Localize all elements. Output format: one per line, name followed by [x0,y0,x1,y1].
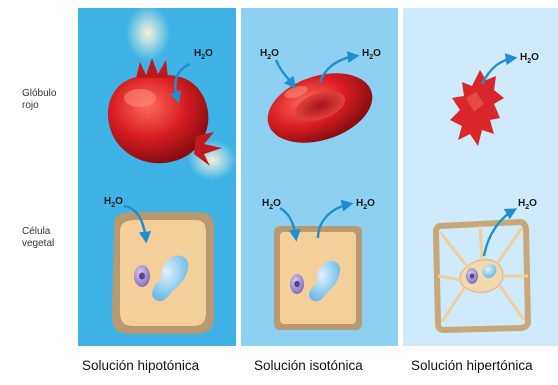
row-label-plant-cell: Célula vegetal [22,226,84,250]
row-label-rbc-line1: Glóbulo [22,88,84,100]
caption-hypotonic: Solución hipotónica [82,358,199,378]
caption-hypertonic: Solución hipertónica [411,358,533,378]
plant-cell-hypertonic [436,222,528,330]
row-label-red-blood-cell: Glóbulo rojo [22,88,84,112]
row-label-rbc-line2: rojo [22,100,84,112]
row-label-plant-line1: Célula [22,226,84,238]
row-label-plant-line2: vegetal [22,238,84,250]
plant-cell-isotonic [274,226,362,330]
plant-cell-hypotonic [112,212,214,334]
caption-isotonic: Solución isotónica [254,358,363,378]
